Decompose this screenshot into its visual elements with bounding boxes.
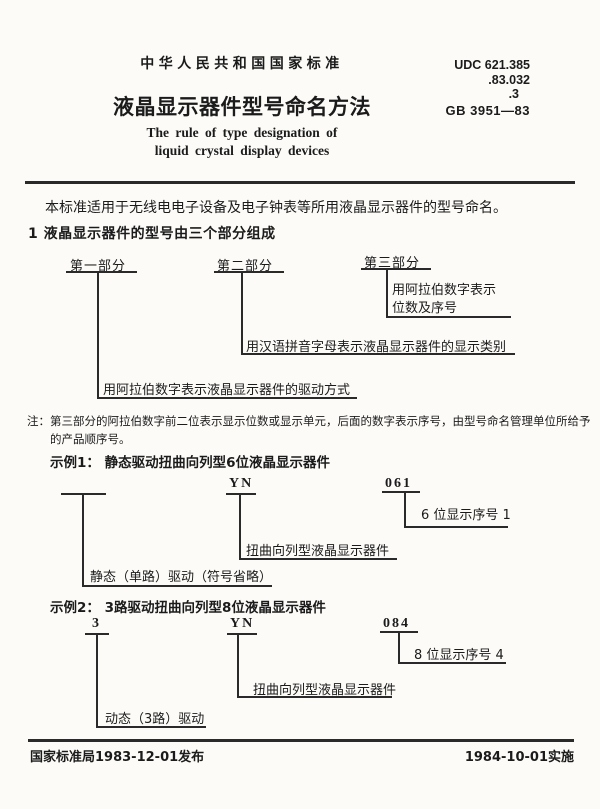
- example2-part1-connector-line: [96, 633, 98, 726]
- reference-numbers: UDC 621.385 .83.032 .3 GB 3951—83: [400, 58, 531, 118]
- document-title-en-line1: The rule of type designation of: [146, 125, 338, 140]
- diagram1-part3-underline: [361, 268, 431, 270]
- example1-part3-underline: [382, 491, 420, 493]
- udc-number-line2: .83.032: [488, 72, 530, 87]
- example2-part1-description: 动态（3路）驱动: [105, 712, 205, 727]
- example2-part1-description-underline: [96, 726, 206, 728]
- diagram1-part1-underline: [66, 271, 137, 273]
- footer-issued-by: 国家标准局1983-12-01发布: [30, 750, 205, 765]
- diagram1-part3-connector-line: [386, 268, 388, 318]
- gb-standard-number: GB 3951—83: [445, 102, 530, 118]
- example1-part3-description-underline: [404, 526, 508, 528]
- example1-part3-code: 061: [385, 476, 412, 491]
- udc-number-line1: UDC 621.385: [454, 58, 530, 72]
- diagram1-part3-description-underline: [386, 316, 511, 318]
- diagram1-part2-label: 第二部分: [217, 259, 274, 274]
- example2-part3-description: 8 位显示序号 4: [414, 648, 504, 663]
- example1-part1-description-underline: [82, 585, 272, 587]
- example2-part2-code: YN: [230, 616, 255, 631]
- footer-effective-date: 1984-10-01实施: [464, 750, 574, 765]
- example1-part2-connector-line: [239, 493, 241, 558]
- diagram1-part3-label: 第三部分: [364, 256, 421, 271]
- example1-part3-description: 6 位显示序号 1: [421, 508, 511, 523]
- example2-part1-code: 3: [92, 616, 101, 631]
- header-divider-rule: [25, 181, 575, 184]
- example2-part3-description-underline: [398, 662, 506, 664]
- section-1-heading: 1 液晶显示器件的型号由三个部分组成: [28, 226, 276, 242]
- diagram1-part1-connector-line: [97, 271, 99, 397]
- document-title-en-line2: liquid crystal display devices: [154, 143, 330, 158]
- diagram1-part3-description-line2: 位数及序号: [392, 301, 458, 316]
- diagram1-part2-description-underline: [241, 353, 515, 355]
- diagram1-part3-description-line1: 用阿拉伯数字表示: [392, 283, 497, 298]
- example2-part3-connector-line: [398, 631, 400, 662]
- note-line2: 的产品顺序号。: [50, 432, 131, 446]
- example1-part1-connector-line: [82, 493, 84, 585]
- diagram1-part1-label: 第一部分: [70, 259, 127, 274]
- standard-name: 中华人民共和国国家标准: [140, 56, 344, 72]
- footer-divider-rule: [28, 739, 574, 742]
- diagram1-part1-description-underline: [97, 397, 357, 399]
- diagram1-part1-description: 用阿拉伯数字表示液晶显示器件的驱动方式: [103, 383, 351, 398]
- note-line1: 注：第三部分的阿拉伯数字前二位表示显示位数或显示单元，后面的数字表示序号，由型号…: [27, 414, 591, 428]
- example1-part2-description-underline: [239, 558, 397, 560]
- example1-part2-description: 扭曲向列型液晶显示器件: [246, 544, 390, 559]
- example2-part2-connector-line: [237, 633, 239, 696]
- example1-part3-connector-line: [404, 491, 406, 527]
- example2-part2-description-underline: [237, 696, 392, 698]
- example2-part3-code: 084: [383, 616, 410, 631]
- example1-part2-code: YN: [229, 476, 254, 491]
- diagram1-part2-description: 用汉语拼音字母表示液晶显示器件的显示类别: [246, 340, 507, 355]
- example2-part2-description: 扭曲向列型液晶显示器件: [253, 683, 397, 698]
- scope-statement: 本标准适用于无线电电子设备及电子钟表等所用液晶显示器件的型号命名。: [45, 200, 507, 216]
- example1-part2-underline: [226, 493, 256, 495]
- diagram1-part2-underline: [214, 271, 284, 273]
- diagram1-part2-connector-line: [241, 271, 243, 353]
- udc-number-line3: .3: [508, 87, 519, 101]
- document-title-zh: 液晶显示器件型号命名方法: [113, 95, 371, 119]
- example2-heading: 示例2： 3路驱动扭曲向列型8位液晶显示器件: [50, 600, 326, 616]
- example1-part1-description: 静态（单路）驱动（符号省略）: [90, 570, 273, 585]
- example2-part2-underline: [227, 633, 257, 635]
- example1-heading: 示例1： 静态驱动扭曲向列型6位液晶显示器件: [50, 455, 330, 471]
